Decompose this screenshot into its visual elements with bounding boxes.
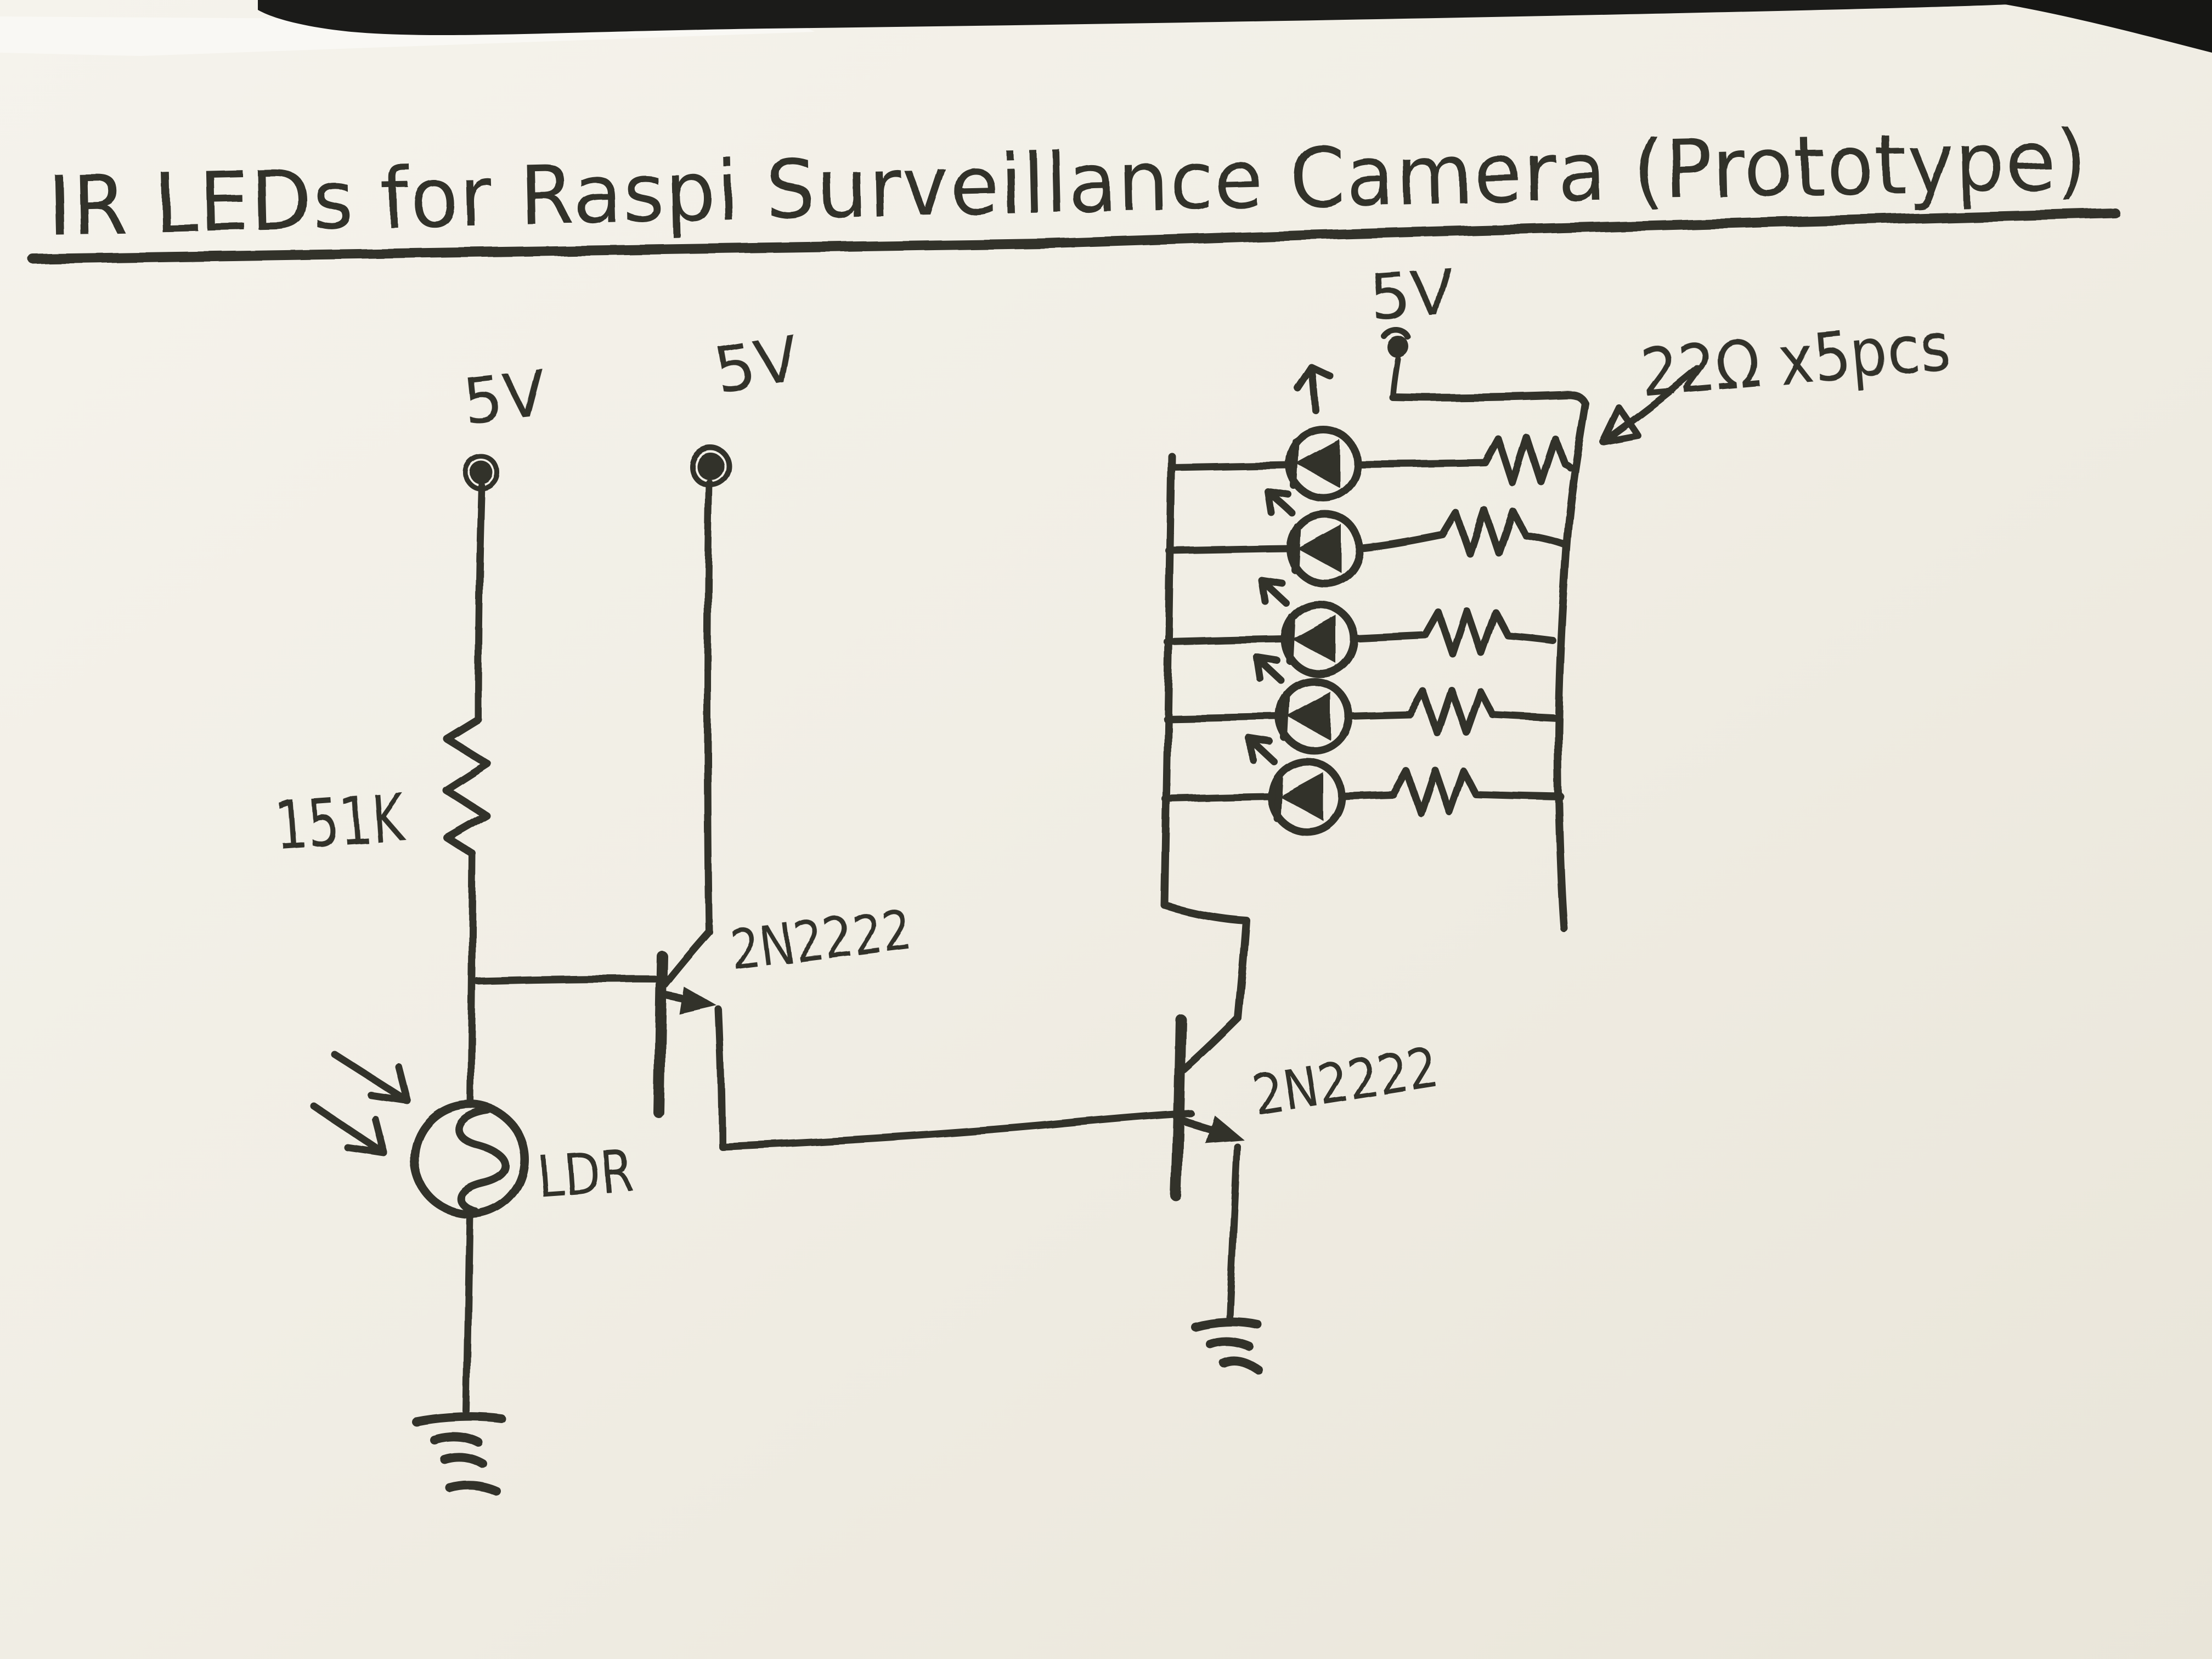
ldr-label: LDR: [535, 1137, 635, 1211]
wire-left-base-branch: [473, 975, 673, 985]
wire-q1-emitter-to-q2-base: [715, 1006, 1194, 1150]
supply-terminal-led-dot: [1387, 336, 1409, 358]
resistor-row2: [1356, 506, 1569, 558]
led-row-1: [1168, 364, 1574, 501]
led5-light-arrow-icon: [1245, 735, 1278, 765]
led2-light-arrow-icon: [1263, 487, 1296, 517]
led4-light-arrow-icon: [1252, 653, 1285, 684]
wire-row3-left: [1164, 635, 1289, 646]
led-row-5: [1161, 735, 1565, 836]
led3-light-arrow-icon: [1258, 577, 1290, 607]
led-row-3: [1164, 577, 1556, 678]
wire-left-supply-drop: [475, 482, 486, 724]
led2-cathode-bar: [1291, 523, 1301, 574]
led1-light-arrow-icon: [1294, 364, 1334, 414]
led-bus-right: [1554, 400, 1589, 932]
q1-collector: [659, 928, 713, 990]
led-bus-left: [1161, 453, 1176, 909]
light-arrow-2-icon: [310, 1102, 388, 1157]
led3-triangle: [1292, 615, 1336, 663]
q2-emitter-arrow-icon: [1205, 1115, 1244, 1143]
wire-row2-left: [1165, 545, 1294, 555]
led5-cathode-bar: [1273, 771, 1283, 822]
resistor-151k-label: 151K: [273, 780, 408, 865]
resistor-row4: [1345, 686, 1561, 737]
ground-left-symbol: [412, 1412, 506, 1496]
resistor-151k-zigzag: [442, 716, 491, 858]
led1-cathode-bar: [1290, 438, 1300, 489]
q2-base-bar: [1171, 1014, 1186, 1201]
led4-triangle: [1286, 692, 1330, 740]
led1-triangle: [1296, 439, 1340, 488]
wire-left-mid: [467, 850, 477, 1108]
title-underline: [28, 208, 2120, 264]
led5-triangle: [1279, 772, 1323, 821]
led3-cathode-bar: [1286, 613, 1296, 665]
wire-ledbus-to-q2-collector: [1161, 901, 1250, 1022]
resistor-row1: [1353, 434, 1574, 487]
supply-terminal-driver-dot: [697, 453, 724, 480]
backdrop-top-band: [258, 0, 2008, 36]
resistor-row3: [1350, 607, 1556, 658]
led-row-4: [1163, 653, 1561, 754]
wire-led-supply-feed: [1389, 391, 1589, 408]
pointer-22ohm: [1600, 365, 1701, 445]
wire-row4-left: [1163, 713, 1283, 723]
ground-right-symbol: [1190, 1317, 1263, 1375]
q1-base-bar: [653, 950, 667, 1118]
wire-left-lower: [462, 1211, 473, 1415]
backdrop-top-right-corner: [2005, 0, 2212, 53]
led-row-2: [1165, 487, 1569, 587]
resistor-row5: [1338, 766, 1565, 817]
supply-label-left: 5V: [459, 357, 550, 439]
wire-q2-emitter-drop: [1226, 1143, 1241, 1322]
light-arrow-1-icon: [331, 1051, 411, 1104]
wire-row5-left: [1161, 793, 1276, 803]
wire-row1-left: [1168, 461, 1293, 471]
led4-cathode-bar: [1280, 690, 1290, 742]
q2-collector: [1180, 1014, 1242, 1074]
ldr-squiggle: [455, 1107, 510, 1215]
supply-label-driver: 5V: [710, 322, 805, 409]
supply-label-led-array: 5V: [1368, 256, 1456, 335]
wire-driver-collector-drop: [703, 479, 713, 935]
supply-terminal-left-dot: [470, 461, 493, 484]
q1-emitter-arrow-icon: [679, 986, 717, 1014]
led2-triangle: [1297, 524, 1341, 573]
